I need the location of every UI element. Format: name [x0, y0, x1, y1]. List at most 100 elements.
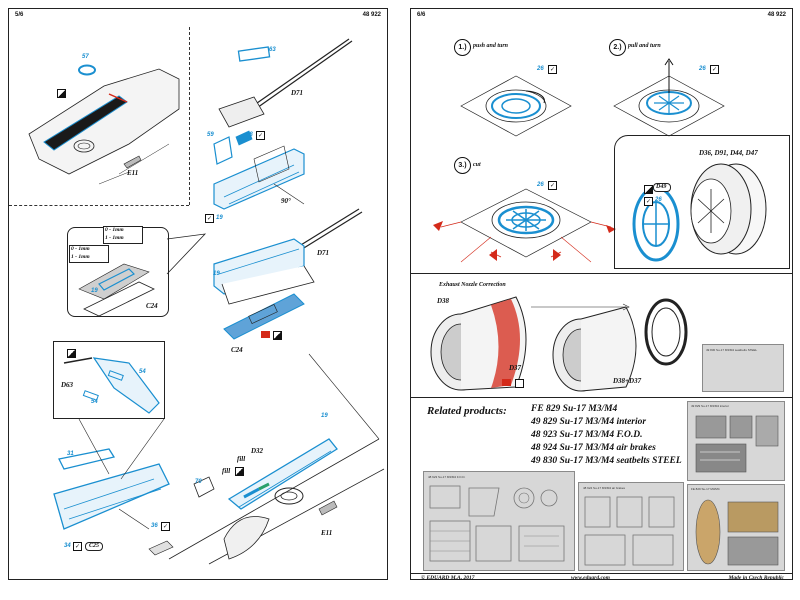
engine-check: ✓ — [644, 197, 653, 206]
fe-sheet-parts — [695, 499, 779, 566]
leader-lines — [78, 353, 380, 530]
red-paint-swatch — [261, 331, 270, 338]
check-box-36: ✓ — [161, 522, 170, 531]
c25-tag — [85, 542, 103, 551]
panel-31-34-drawing — [53, 448, 170, 530]
dimension-a-line1: 0 - 1mm — [71, 246, 90, 252]
dimension-b-line2: 1 - 1mm — [105, 235, 124, 241]
engine-face-inset — [614, 135, 790, 269]
related-item-2: 49 829 Su-17 M3/M4 interior — [531, 417, 647, 427]
related-products-title: Related products: — [427, 405, 507, 417]
half-fill-icon-d63 — [67, 349, 76, 358]
dashed-divider-horizontal — [9, 205, 189, 206]
part-label-54b: 54 — [91, 399, 98, 405]
dimension-box-a — [69, 245, 109, 263]
gun-bay-step2-drawing — [213, 208, 363, 340]
fe-sheet-image: FE 829 Su-17 M3/M4 — [687, 484, 785, 571]
related-item-4: 48 924 Su-17 M3/M4 air brakes — [531, 443, 656, 453]
engine-face-drawing — [632, 163, 767, 262]
half-fill-icon-fill — [235, 467, 244, 476]
nozzle-red-swatch — [502, 379, 511, 386]
step2-seal-drawing — [613, 58, 725, 137]
part-label-c25: C25 — [89, 543, 100, 549]
part-label-c24-mid: C24 — [231, 346, 243, 354]
footer-url: www.eduard.com — [571, 575, 610, 581]
section-divider-2 — [411, 397, 792, 398]
airbrakes-sheet-title: 48 924 Su-17 M3/M4 air brakes — [583, 486, 626, 490]
part-36-drawing — [148, 540, 174, 556]
seatbelts-steel-sheet: 49 830 Su-17 M3/M4 seatbelts STEEL — [702, 344, 784, 392]
interior-sheet-parts — [695, 415, 779, 473]
part-label-63: 63 — [269, 47, 276, 53]
panel-detail-drawing — [63, 357, 160, 414]
part-label-19-mid: 19 — [213, 271, 220, 277]
step-text-3: cut — [473, 162, 481, 168]
step3-part-26: 26 — [537, 182, 544, 188]
step-text-2: pull and turn — [628, 43, 661, 49]
dashed-divider-vertical — [189, 27, 190, 205]
related-item-3: 48 923 Su-17 M3/M4 F.O.D. — [531, 430, 643, 440]
step3-cut-drawing — [433, 188, 616, 263]
footer-made-in: Made in Czech Republic — [728, 575, 784, 581]
section-divider-1 — [411, 273, 792, 274]
d49-tag — [653, 183, 671, 192]
step-badge-3: 3.) — [454, 157, 471, 174]
page-number-right: 6/6 — [417, 12, 426, 18]
part-label-34: 34 — [64, 543, 71, 549]
half-fill-icon — [57, 89, 66, 98]
part-label-19-top: 19 — [216, 215, 223, 221]
instruction-page-left: 5/6 48 922 57 E11 63 D71 59 58 ✓ ✓ 19 9 — [8, 8, 388, 580]
part-label-d38: D38 — [437, 297, 450, 305]
engine-part-26: 26 — [655, 197, 662, 203]
airbrakes-sheet-parts — [584, 496, 675, 566]
footer-copyright: © EDUARD M.A. 2017 — [421, 575, 475, 581]
part-label-d71-top: D71 — [291, 89, 304, 97]
detail-box-panel — [53, 341, 165, 419]
step1-seal-drawing — [460, 75, 572, 137]
part-label-e11-top: E11 — [127, 169, 139, 177]
callout-part-19: 19 — [91, 288, 98, 294]
engine-parts-label: D36, D91, D44, D47 — [699, 149, 758, 157]
fod-sheet-image: 48 923 Su-17 M3/M4 F.O.D. — [423, 471, 575, 571]
part-label-d38-d37: D38+D37 — [613, 377, 642, 385]
part-label-d49: D49 — [656, 184, 667, 190]
part-label-d37: D37 — [509, 364, 522, 372]
part-label-59: 59 — [207, 132, 214, 138]
check-box-58: ✓ — [256, 131, 265, 140]
fod-sheet-parts — [429, 485, 565, 562]
engine-half-fill-icon — [644, 185, 653, 194]
step1-part-26: 26 — [537, 66, 544, 72]
fill-label-a: fill — [222, 467, 231, 475]
check-box-34: ✓ — [73, 542, 82, 551]
page-number-left: 5/6 — [15, 12, 24, 18]
dimension-b-line1: 0 - 1mm — [105, 227, 124, 233]
instruction-page-right: 6/6 48 922 1.) push and turn 26 ✓ 2.) pu… — [410, 8, 793, 581]
half-fill-swatch — [273, 331, 282, 340]
check-box-19-top: ✓ — [205, 214, 214, 223]
part-label-70: 70 — [195, 479, 202, 485]
related-item-1: FE 829 Su-17 M3/M4 — [531, 404, 618, 414]
step2-check: ✓ — [710, 65, 719, 74]
part-label-54a: 54 — [139, 369, 146, 375]
nozzle-white-swatch — [515, 379, 524, 388]
step2-part-26: 26 — [699, 66, 706, 72]
step-badge-1: 1.) — [454, 39, 471, 56]
part-label-58: 58 — [246, 132, 253, 138]
part-label-d32: D32 — [251, 447, 264, 455]
fe-sheet-title: FE 829 Su-17 M3/M4 — [691, 487, 720, 491]
part-label-d63: D63 — [61, 381, 74, 389]
seatbelts-sheet-title: 49 830 Su-17 M3/M4 seatbelts STEEL — [706, 348, 758, 352]
dimension-a-line2: 1 - 1mm — [71, 254, 90, 260]
canopy-frame-drawing — [28, 68, 180, 185]
callout-part-drawing — [78, 263, 155, 317]
related-item-5: 49 830 Su-17 M3/M4 seatbelts STEEL — [531, 456, 682, 466]
gun-bay-assembly-drawing — [213, 38, 353, 210]
dimension-box-b — [103, 226, 143, 244]
part-label-e11-bot: E11 — [321, 529, 333, 537]
nozzle-section-title: Exhaust Nozzle Correction — [439, 282, 506, 288]
fod-sheet-title: 48 923 Su-17 M3/M4 F.O.D. — [428, 475, 466, 479]
fill-label-b: fill — [237, 455, 246, 463]
part-label-31: 31 — [67, 451, 74, 457]
exhaust-nozzle-drawing — [430, 296, 688, 392]
part-label-d71-mid: D71 — [317, 249, 330, 257]
